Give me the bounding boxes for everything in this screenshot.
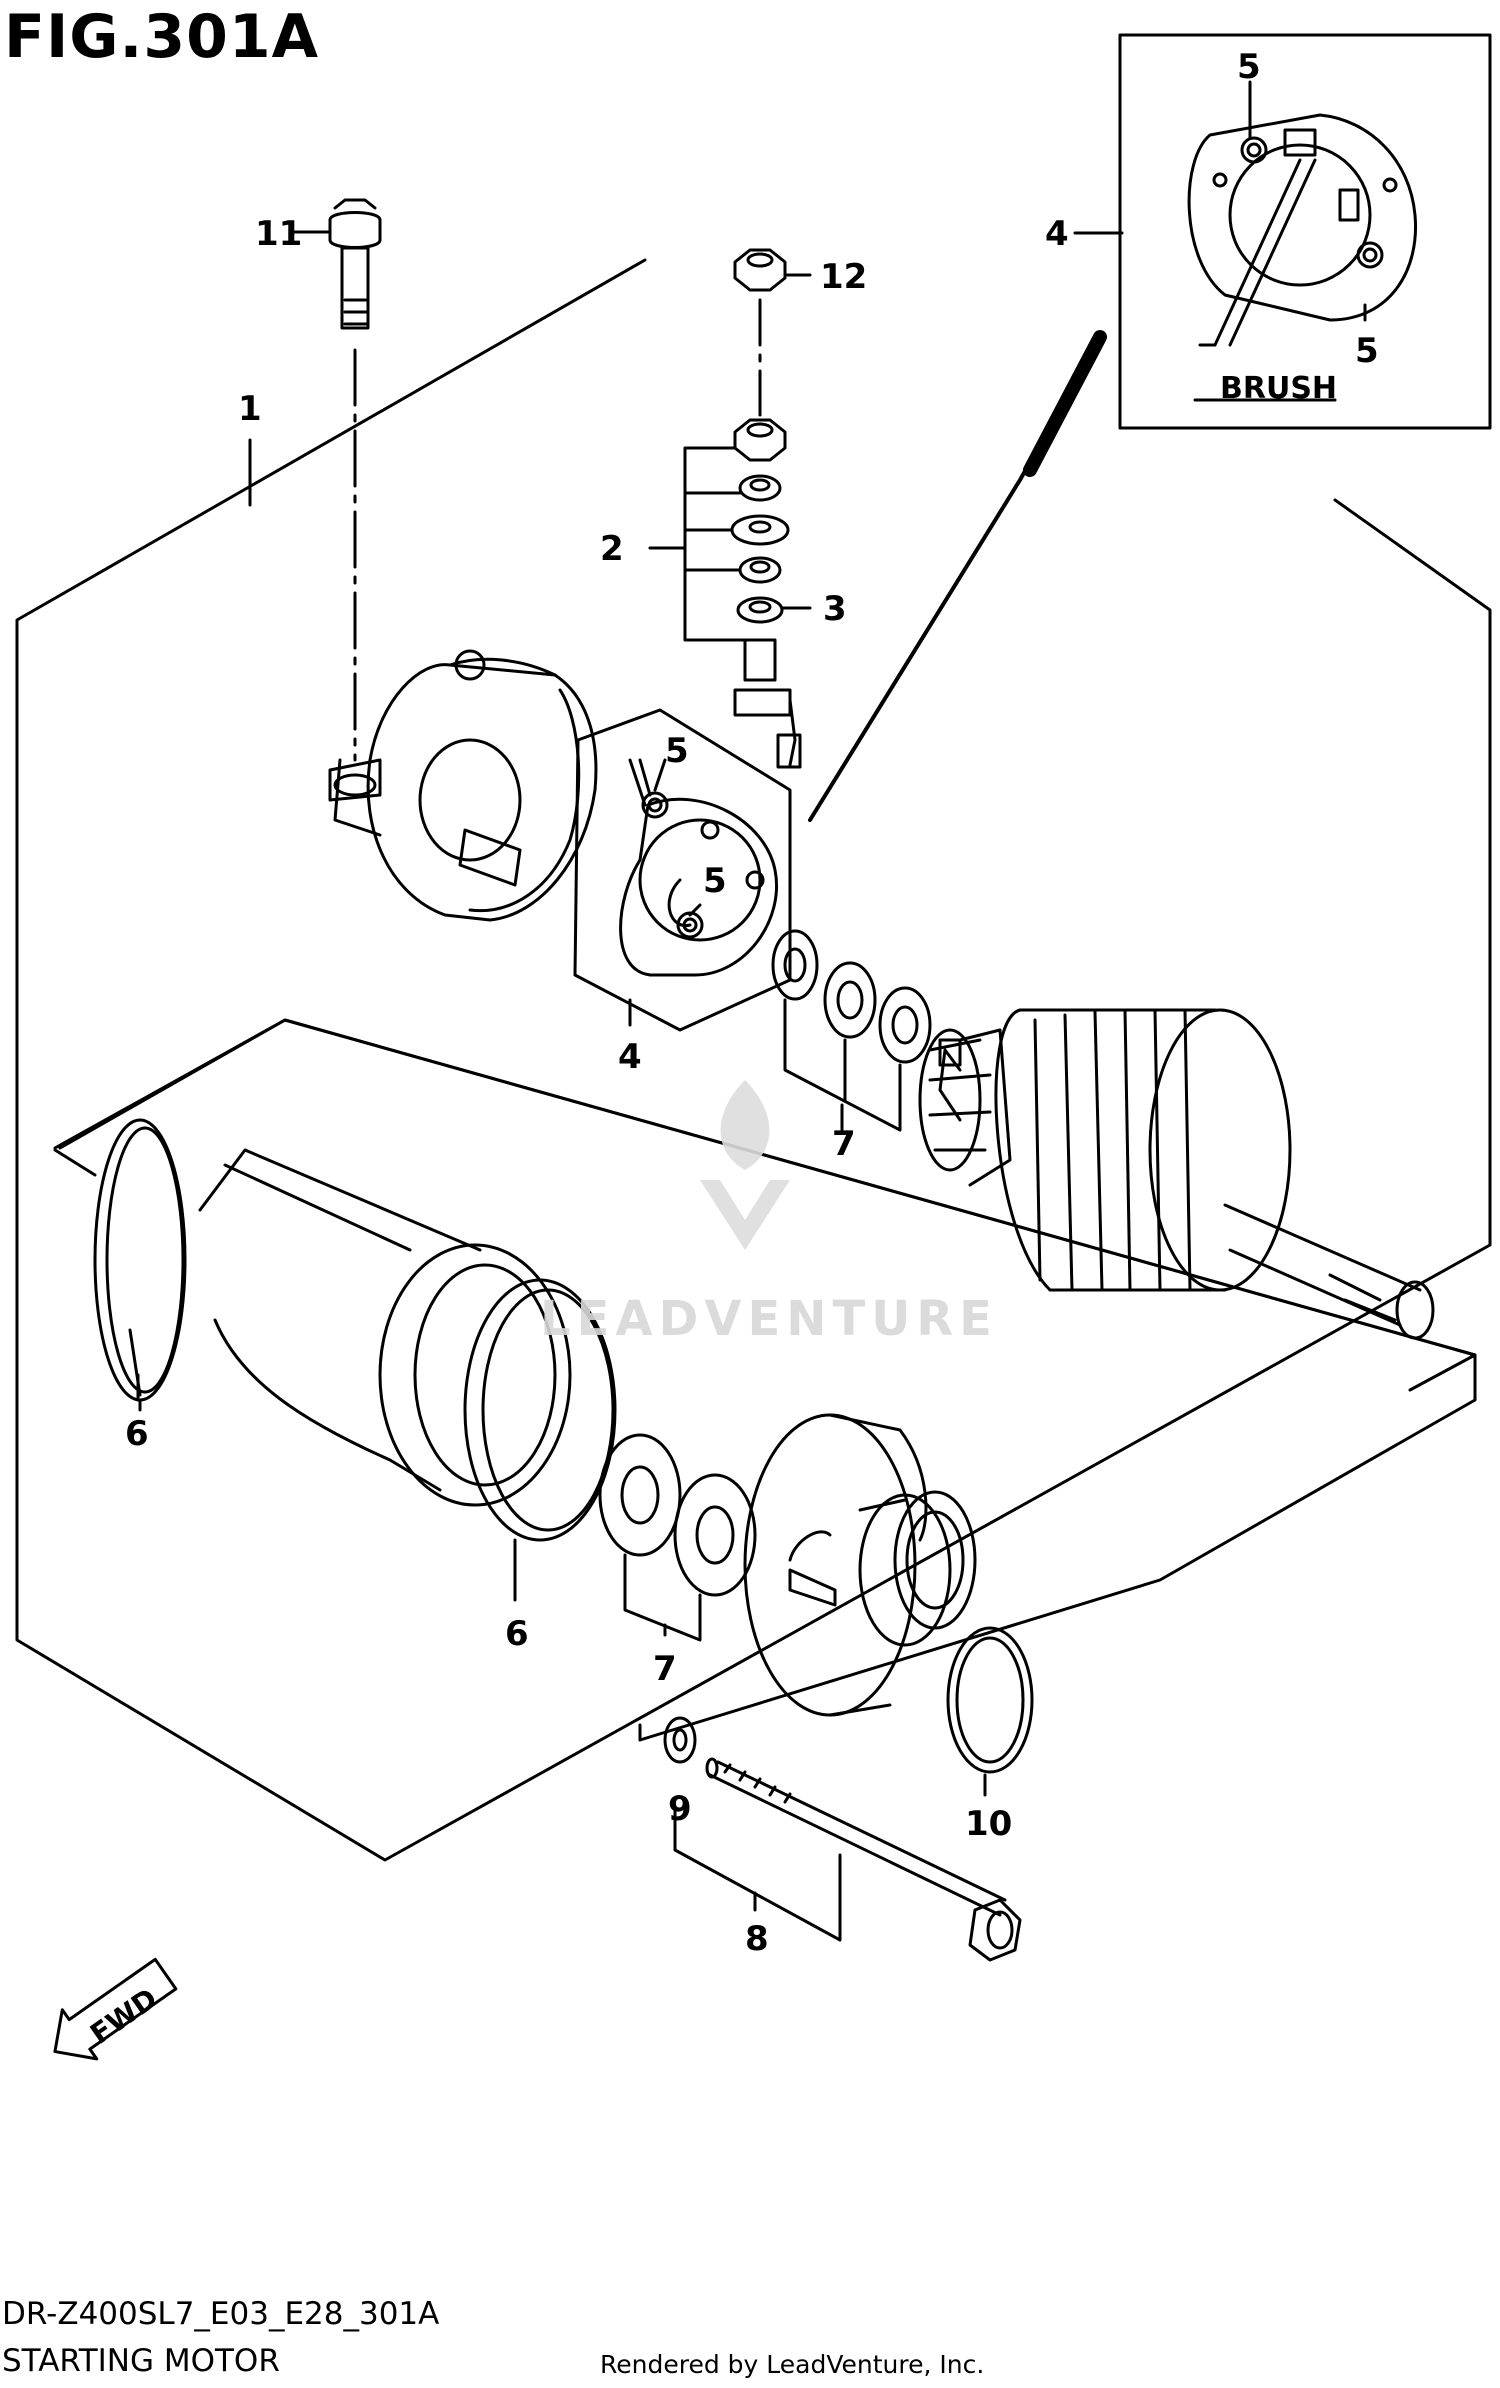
brush-holder-inset-drawing [1187,113,1418,402]
callout-5-plate-upper: 5 [665,731,689,771]
callout-3: 3 [823,589,847,629]
end-cover-drawing [328,649,598,922]
watermark-text: LEADVENTURE [540,1291,998,1347]
callout-5-plate-lower: 5 [703,861,727,901]
callout-10: 10 [965,1804,1012,1844]
brush-label: BRUSH [1220,371,1337,406]
assembly-outline [15,258,1492,1862]
section-title: STARTING MOTOR [2,2343,280,2379]
callout-12: 12 [820,257,867,297]
callout-4-inset: 4 [1045,214,1069,254]
fwd-label: FWD [84,1982,163,2051]
callout-5-inset-bottom: 5 [1355,331,1379,371]
yoke-drawing [93,1118,617,1602]
callout-1: 1 [238,389,262,429]
through-bolt-drawing [663,1716,1022,1962]
callout-7-lower: 7 [653,1649,677,1689]
inset-pointer-thick [1023,330,1107,477]
callout-5-inset-top: 5 [1237,47,1261,87]
callout-7-upper: 7 [832,1124,856,1164]
callout-6-left: 6 [125,1414,149,1454]
callout-8: 8 [745,1919,769,1959]
bolt-11-drawing [328,198,382,762]
o-ring-10-drawing [946,1626,1034,1797]
callout-4: 4 [618,1037,642,1077]
callout-11: 11 [255,214,302,254]
terminal-hardware-drawing [648,248,812,769]
callout-9: 9 [668,1789,692,1829]
thrust-washers-lower-drawing [598,1433,757,1642]
armature-drawing [918,1008,1435,1340]
front-housing-drawing [743,1413,977,1717]
callout-6-lower: 6 [505,1614,529,1654]
figure-title: FIG.301A [4,2,320,72]
watermark: LEADVENTURE [540,1080,998,1347]
thrust-washers-upper-drawing [771,929,932,1132]
rendered-by: Rendered by LeadVenture, Inc. [600,2350,985,2379]
model-code: DR-Z400SL7_E03_E28_301A [2,2296,440,2332]
fwd-arrow-drawing [53,1957,178,2061]
yoke-group-outline [53,1018,1477,1742]
callout-2: 2 [600,529,624,569]
brush-inset-frame [1118,33,1492,430]
